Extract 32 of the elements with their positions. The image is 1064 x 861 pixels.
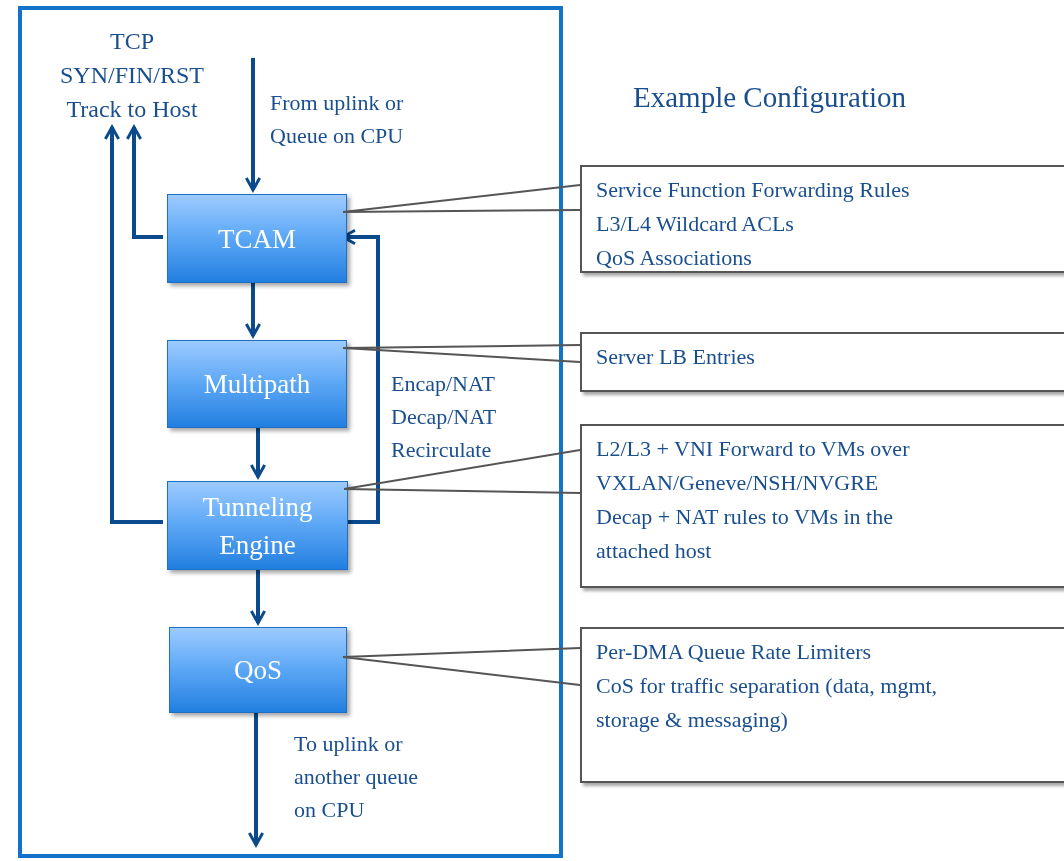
title: Example Configuration xyxy=(633,80,907,115)
edge-label: To uplink or another queue on CPU xyxy=(294,730,419,824)
callout-text: L2/L3 + VNI Forward to VMs over VXLAN/Geneve/NSH/NVGRE xyxy=(596,435,911,497)
callout-text: Server LB Entries xyxy=(596,343,756,371)
callout-pointer xyxy=(342,344,581,363)
node-text: TCP SYN/FIN/RST Track to Host xyxy=(40,24,224,129)
callout-text: Decap + NAT rules to VMs in the attached host xyxy=(596,503,894,565)
edge-label: From uplink or Queue on CPU xyxy=(270,89,405,150)
box-label: TCAM xyxy=(217,222,297,256)
process-box xyxy=(169,627,347,713)
callout-pointer xyxy=(342,647,581,686)
callout-pointer xyxy=(343,449,581,494)
panel-frame xyxy=(18,6,563,858)
arrow xyxy=(125,125,163,239)
edge-label: Encap/NAT Decap/NAT Recirculate xyxy=(391,370,497,464)
callout-box xyxy=(580,165,1064,273)
box-label: Tunneling Engine xyxy=(201,490,314,562)
box-label: QoS xyxy=(233,654,283,687)
callout-text: QoS Associations xyxy=(596,244,753,272)
arrow xyxy=(103,125,163,524)
callout-text: Service Function Forwarding Rules xyxy=(596,176,911,204)
callout-box xyxy=(580,332,1064,392)
callout-box xyxy=(580,424,1064,588)
callout-text: Per-DMA Queue Rate Limiters xyxy=(596,638,873,666)
process-box xyxy=(167,340,347,428)
arrow xyxy=(244,58,262,192)
callout-text: L3/L4 Wildcard ACLs xyxy=(596,210,795,238)
callout-text: CoS for traffic separation (data, mgmt, storage & messaging) xyxy=(596,672,939,734)
process-box xyxy=(167,194,347,283)
process-box xyxy=(167,481,348,570)
callout-box xyxy=(580,627,1064,783)
box-label: Multipath xyxy=(202,368,312,401)
